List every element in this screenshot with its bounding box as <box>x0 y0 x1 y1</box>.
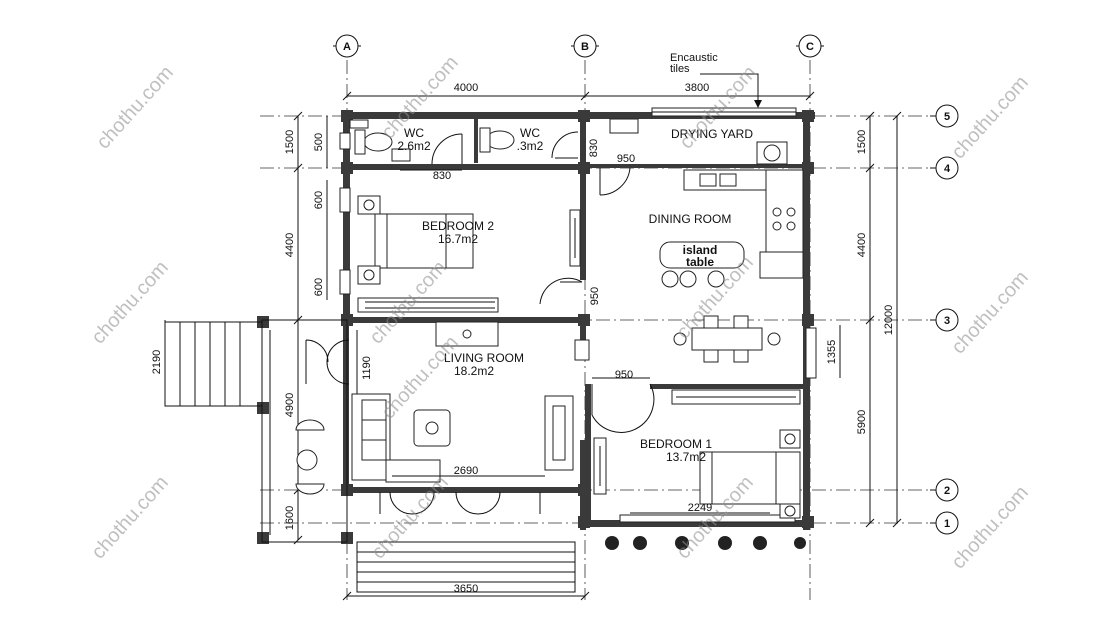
svg-text:1: 1 <box>944 518 950 530</box>
svg-text:2: 2 <box>944 485 950 497</box>
dim-left-600-bottom: 600 <box>313 278 325 296</box>
dim-door-950-a: 950 <box>617 153 635 165</box>
svg-text:B: B <box>581 41 589 53</box>
bedroom1-area: 13.7m2 <box>666 450 706 464</box>
bedroom1-name: BEDROOM 1 <box>640 437 712 451</box>
dim-door-950-b: 950 <box>589 287 601 305</box>
bedroom2-bed <box>357 195 581 285</box>
doors <box>305 131 655 515</box>
wc1-name: WC <box>404 126 424 140</box>
drying-yard-fixtures <box>609 118 788 165</box>
bedroom2-wardrobe <box>365 301 495 309</box>
grid-bubble-1: 1 <box>930 511 959 535</box>
bedroom2-area: 16.7m2 <box>438 232 478 246</box>
dim-bottom: 3650 <box>454 583 478 595</box>
dim-window-2249: 2249 <box>688 502 712 514</box>
svg-text:3: 3 <box>944 315 950 327</box>
svg-text:A: A <box>343 41 351 53</box>
kitchen-counter <box>683 169 804 279</box>
watermark: chothu.com <box>947 267 1033 359</box>
bedroom1-bed <box>593 429 801 519</box>
dim-left-1600: 1600 <box>284 506 296 530</box>
tiles-label: tiles <box>670 63 690 75</box>
island-label-2: table <box>686 255 714 269</box>
dim-left-wc: 1500 <box>284 130 296 154</box>
encaustic-label: Encaustic <box>670 52 718 64</box>
dim-left-600-top: 600 <box>313 191 325 209</box>
dim-door-950-c: 950 <box>615 369 633 381</box>
island-table <box>659 241 745 288</box>
dining-table <box>673 315 781 363</box>
dim-left-4400: 4400 <box>284 233 296 257</box>
wc1-area: 2.6m2 <box>397 139 431 153</box>
grid-bubble-b: B <box>571 34 599 58</box>
dim-top-bc: 3800 <box>685 82 709 94</box>
wc2-fixtures <box>479 127 515 153</box>
encaustic-arrow <box>754 100 762 108</box>
dim-right-5900: 5900 <box>856 410 868 434</box>
dim-door-830-a: 830 <box>433 170 451 182</box>
grid-bubble-3: 3 <box>930 308 959 332</box>
watermark: chothu.com <box>367 472 453 564</box>
dining-room-label: DINING ROOM <box>649 212 732 226</box>
watermark: chothu.com <box>947 482 1033 574</box>
dim-top-ab: 4000 <box>454 82 478 94</box>
grid-bubble-2: 2 <box>930 478 959 502</box>
grid-bubble-4: 4 <box>930 156 959 180</box>
dim-right-12000: 12000 <box>883 305 895 336</box>
bedroom2-name: BEDROOM 2 <box>422 219 494 233</box>
dim-right-1355: 1355 <box>826 340 838 364</box>
grid-bubble-5: 5 <box>930 104 959 128</box>
left-stairs <box>164 321 263 407</box>
front-stairs <box>356 541 576 593</box>
watermark: chothu.com <box>92 62 178 154</box>
wc2-name: WC <box>520 126 540 140</box>
grid-bubble-c: C <box>796 34 824 58</box>
encaustic-leader <box>700 73 759 104</box>
garden-plants <box>605 536 806 550</box>
walls <box>257 110 815 544</box>
grid-bubble-a: A <box>333 34 361 58</box>
svg-text:5: 5 <box>944 111 950 123</box>
watermark: chothu.com <box>87 257 173 349</box>
dim-left-2190: 2190 <box>151 350 163 374</box>
svg-text:C: C <box>806 41 814 53</box>
drying-yard-label: DRYING YARD <box>671 127 753 141</box>
island-label-1: island <box>683 243 718 257</box>
porch-seating <box>295 419 325 495</box>
living-room-name: LIVING ROOM <box>444 351 524 365</box>
dim-left-1190: 1190 <box>361 356 373 380</box>
wc2-area: .3m2 <box>517 139 544 153</box>
porch-outline <box>261 319 348 543</box>
watermark: chothu.com <box>947 72 1033 164</box>
svg-text:4: 4 <box>944 163 951 175</box>
dim-left-4900: 4900 <box>284 393 296 417</box>
dim-window-2690: 2690 <box>454 465 478 477</box>
dim-right-4400: 4400 <box>856 233 868 257</box>
watermark: chothu.com <box>87 472 173 564</box>
dim-left-500: 500 <box>313 133 325 151</box>
dim-door-830-b: 830 <box>588 139 600 157</box>
wc1-fixtures <box>349 119 411 162</box>
dim-right-1500: 1500 <box>856 130 868 154</box>
living-room-area: 18.2m2 <box>454 364 494 378</box>
bedroom1-wardrobe <box>671 389 801 405</box>
